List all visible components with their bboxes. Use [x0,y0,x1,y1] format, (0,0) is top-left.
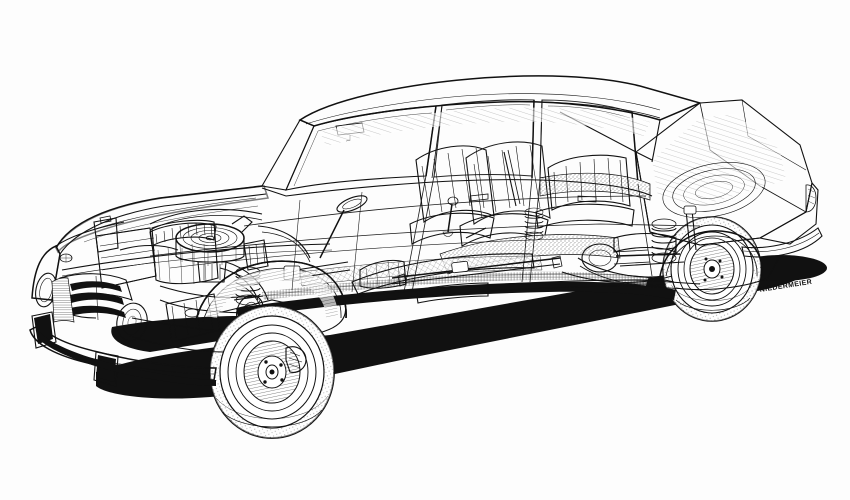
front-end [29,221,225,387]
rear-wheel-assembly [662,216,762,322]
rear-seat [535,154,635,229]
hood-badge [59,253,73,263]
rear-suspension [524,205,697,286]
brake-caliper [285,346,307,373]
differential [581,243,651,273]
front-seats [409,141,551,247]
kidney-grille [59,273,133,321]
air-cleaner [175,215,253,266]
door-handles [469,193,597,203]
headlight-inner [116,302,148,342]
rear-bodywork [559,99,823,258]
battery [165,293,221,343]
floor-pan-texture [262,271,648,300]
roof-and-greenhouse [261,75,703,191]
gear-lever [442,196,459,237]
rear-coil-spring-far [524,207,544,241]
engine-block [149,219,219,285]
drivetrain [329,232,701,307]
front-wheel-assembly [195,260,347,439]
rear-coil-spring [651,218,677,264]
expansion-bottle [93,215,119,253]
